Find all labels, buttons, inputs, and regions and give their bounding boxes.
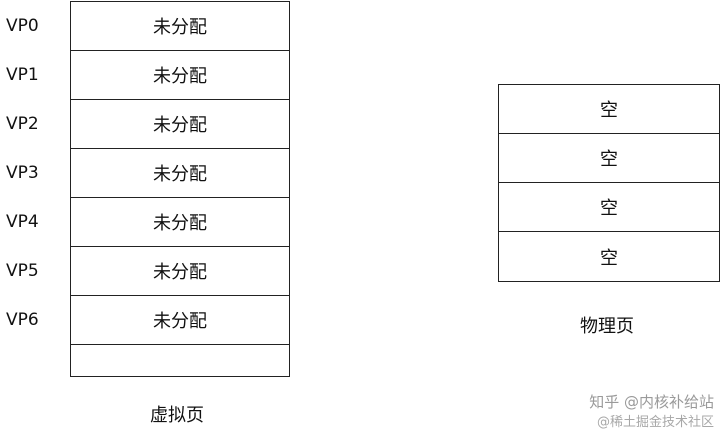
watermark-juejin: @稀土掘金技术社区 (596, 415, 714, 430)
vp-label-2: VP2 (6, 114, 39, 134)
virtual-page-table: 未分配 未分配 未分配 未分配 未分配 未分配 未分配 (70, 1, 290, 377)
virtual-page-cell-0: 未分配 (71, 2, 289, 51)
virtual-page-cell-7 (71, 345, 289, 376)
vp-label-6: VP6 (6, 310, 39, 330)
physical-page-cell-1: 空 (499, 134, 719, 183)
virtual-page-cell-6: 未分配 (71, 296, 289, 345)
watermark-zhihu: 知乎 @内核补给站 (589, 393, 714, 411)
physical-page-caption: 物理页 (580, 316, 634, 337)
virtual-page-caption: 虚拟页 (150, 405, 204, 426)
physical-page-cell-0: 空 (499, 85, 719, 134)
virtual-page-cell-3: 未分配 (71, 149, 289, 198)
vp-label-5: VP5 (6, 261, 39, 281)
vp-label-4: VP4 (6, 212, 39, 232)
vp-label-0: VP0 (6, 16, 39, 36)
vp-label-3: VP3 (6, 163, 39, 183)
vp-label-1: VP1 (6, 65, 39, 85)
virtual-page-cell-4: 未分配 (71, 198, 289, 247)
physical-page-cell-3: 空 (600, 247, 618, 269)
virtual-page-cell-1: 未分配 (71, 51, 289, 100)
physical-page-table: 空 空 空 空 (498, 84, 720, 282)
virtual-page-cell-5: 未分配 (71, 247, 289, 296)
physical-page-cell-2: 空 (499, 183, 719, 232)
virtual-page-cell-2: 未分配 (71, 100, 289, 149)
